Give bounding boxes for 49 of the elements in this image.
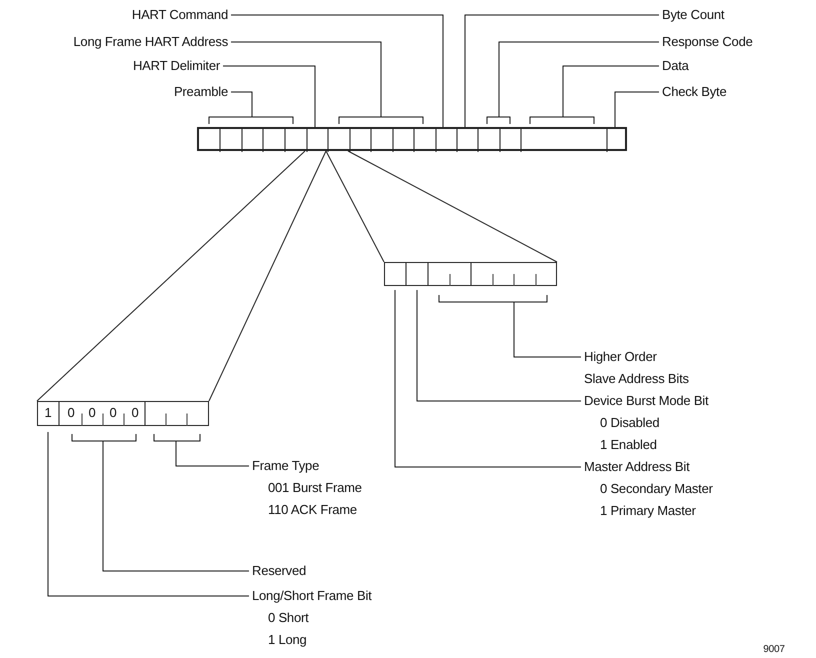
leader-line: [222, 66, 316, 128]
byte-frame-bar: [197, 127, 627, 151]
bit-value: 0: [67, 405, 75, 421]
field-label: Frame Type: [252, 457, 320, 475]
field-label: Preamble: [174, 81, 228, 103]
bit-value: 0: [88, 405, 96, 421]
leader-line: [176, 440, 250, 466]
field-label: Check Byte: [662, 81, 726, 103]
field-label: HART Command: [132, 4, 228, 26]
leader-line: [614, 92, 660, 128]
value-description: 1 Enabled: [599, 436, 657, 454]
field-label: Device Burst Mode Bit: [584, 392, 708, 410]
leader-line: [416, 290, 582, 402]
leader-line: [102, 440, 250, 572]
field-label: Higher Order Slave Address Bits: [584, 346, 691, 390]
value-description: 0 Short: [267, 609, 309, 627]
leader-line: [464, 14, 660, 128]
field-label: Reserved: [252, 560, 306, 582]
bit-value: 0: [131, 405, 139, 421]
projection-line: [208, 150, 326, 402]
leader-line: [394, 290, 582, 468]
value-description: 0 Disabled: [599, 414, 660, 432]
projection-line: [326, 150, 384, 262]
value-description: 1 Primary Master: [599, 502, 696, 520]
field-label: Long/Short Frame Bit: [252, 587, 372, 605]
field-label: Byte Count: [662, 4, 724, 26]
value-description: 001 Burst Frame: [267, 479, 362, 497]
bit-field-box: [384, 262, 557, 286]
leader-line: [498, 42, 660, 118]
leader-line: [48, 432, 250, 596]
leader-line: [514, 302, 582, 358]
field-label: Master Address Bit: [584, 458, 690, 476]
leader-line: [230, 92, 252, 118]
bit-field-box: [37, 401, 209, 426]
value-description: 110 ACK Frame: [267, 501, 357, 519]
value-description: 0 Secondary Master: [599, 480, 713, 498]
leader-line: [562, 66, 660, 118]
value-description: 1 Long: [267, 631, 307, 649]
bit-value: 0: [109, 405, 117, 421]
field-label: Long Frame HART Address: [73, 31, 228, 53]
projection-line: [36, 150, 306, 402]
figure-number: 9007: [763, 644, 785, 656]
field-label: Data: [662, 55, 689, 77]
projection-line: [348, 150, 558, 262]
leader-line: [230, 14, 444, 128]
field-label: HART Delimiter: [132, 55, 220, 77]
bit-value: 1: [44, 405, 52, 421]
leader-line: [230, 42, 382, 118]
field-label: Response Code: [662, 31, 753, 53]
